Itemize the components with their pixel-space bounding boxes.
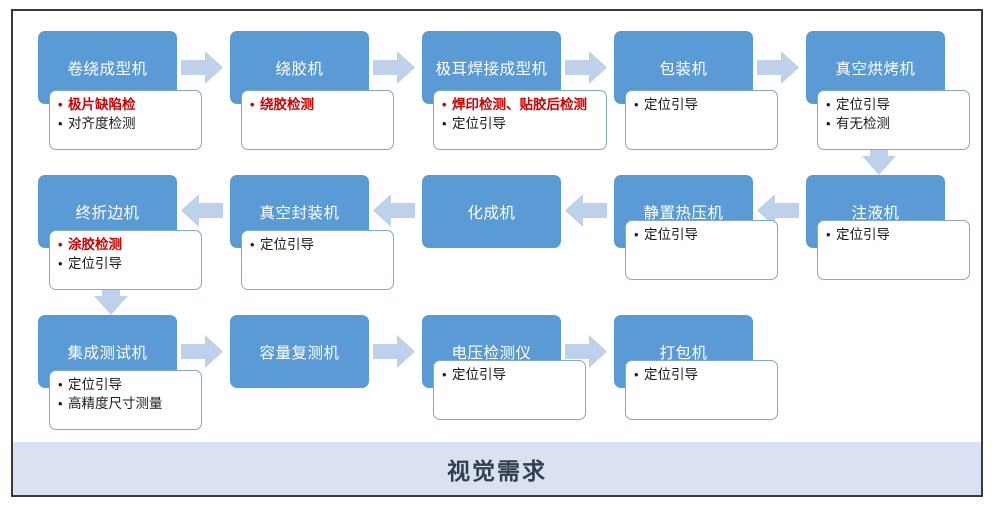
arrow-right-row3-1 <box>181 335 223 368</box>
note-item: 有无检测 <box>826 114 963 133</box>
note-item: 焊印检测、贴胶后检测 <box>442 95 600 114</box>
note-item: 定位引导 <box>826 95 963 114</box>
arrow-right-row3-2 <box>373 335 415 368</box>
node-note-box[interactable]: 绕胶检测 <box>241 90 394 150</box>
note-list: 绕胶检测 <box>250 95 387 114</box>
node-title: 卷绕成型机 <box>67 60 148 78</box>
note-item: 涂胶检测 <box>58 235 195 254</box>
note-list: 涂胶检测 定位引导 <box>58 235 195 273</box>
arrow-left-row2-1 <box>181 194 223 227</box>
note-list: 定位引导 <box>442 365 579 384</box>
node-note-box[interactable]: 定位引导 <box>625 220 778 280</box>
note-item: 极片缺陷检 <box>58 95 195 114</box>
bottom-banner: 视觉需求 <box>13 442 981 495</box>
note-list: 定位引导 <box>634 225 771 244</box>
node-title: 极耳焊接成型机 <box>435 60 548 78</box>
node-note-box[interactable]: 定位引导 <box>433 360 586 420</box>
arrow-left-row2-3 <box>565 194 607 227</box>
node-title: 真空封装机 <box>259 204 340 222</box>
note-item: 高精度尺寸测量 <box>58 394 195 413</box>
diagram-frame: 卷绕成型机 极片缺陷检 对齐度检测 绕胶机 绕胶检测 <box>11 9 983 497</box>
node-title: 注液机 <box>851 204 900 222</box>
note-item: 定位引导 <box>442 365 579 384</box>
node-title: 打包机 <box>659 344 708 362</box>
node-title: 化成机 <box>467 204 516 222</box>
node-note-box[interactable]: 定位引导 <box>625 90 778 150</box>
note-list: 定位引导 <box>634 95 771 114</box>
node-note-box[interactable]: 定位引导 <box>241 230 394 290</box>
arrow-down-row2-to-row3 <box>94 287 128 315</box>
node-note-box[interactable]: 涂胶检测 定位引导 <box>49 230 202 290</box>
node-title: 容量复测机 <box>259 344 340 362</box>
arrow-right-row1-3 <box>565 51 607 84</box>
node-note-box[interactable]: 定位引导 <box>817 220 970 280</box>
node-note-box[interactable]: 定位引导 高精度尺寸测量 <box>49 370 202 430</box>
arrow-right-row3-3 <box>565 335 607 368</box>
note-list: 焊印检测、贴胶后检测 定位引导 <box>442 95 600 133</box>
node-title: 终折边机 <box>75 204 140 222</box>
arrow-left-row2-2 <box>373 194 415 227</box>
node-title: 静置热压机 <box>643 204 724 222</box>
note-list: 定位引导 <box>634 365 771 384</box>
arrow-right-row1-1 <box>181 51 223 84</box>
node-title-box[interactable]: 容量复测机 <box>230 315 369 388</box>
note-list: 定位引导 有无检测 <box>826 95 963 133</box>
arrow-left-row2-4 <box>757 194 799 227</box>
note-list: 定位引导 <box>826 225 963 244</box>
note-item: 定位引导 <box>250 235 387 254</box>
node-title: 包装机 <box>659 60 708 78</box>
note-item: 定位引导 <box>634 95 771 114</box>
note-list: 极片缺陷检 对齐度检测 <box>58 95 195 133</box>
node-note-box[interactable]: 定位引导 有无检测 <box>817 90 970 150</box>
arrow-right-row1-2 <box>373 51 415 84</box>
node-title: 绕胶机 <box>275 60 324 78</box>
note-list: 定位引导 <box>250 235 387 254</box>
note-item: 定位引导 <box>58 254 195 273</box>
note-item: 定位引导 <box>634 365 771 384</box>
note-item: 定位引导 <box>634 225 771 244</box>
banner-title: 视觉需求 <box>447 457 547 484</box>
note-item: 定位引导 <box>58 375 195 394</box>
note-item: 绕胶检测 <box>250 95 387 114</box>
node-note-box[interactable]: 定位引导 <box>625 360 778 420</box>
note-list: 定位引导 高精度尺寸测量 <box>58 375 195 413</box>
note-item: 对齐度检测 <box>58 114 195 133</box>
node-title: 电压检测仪 <box>451 344 532 362</box>
node-title: 集成测试机 <box>67 344 148 362</box>
node-title-box[interactable]: 化成机 <box>422 175 561 248</box>
arrow-right-row1-4 <box>757 51 799 84</box>
node-note-box[interactable]: 极片缺陷检 对齐度检测 <box>49 90 202 150</box>
node-title: 真空烘烤机 <box>835 60 916 78</box>
note-item: 定位引导 <box>442 114 600 133</box>
node-note-box[interactable]: 焊印检测、贴胶后检测 定位引导 <box>433 90 607 150</box>
arrow-down-row1-to-row2 <box>862 147 896 175</box>
note-item: 定位引导 <box>826 225 963 244</box>
